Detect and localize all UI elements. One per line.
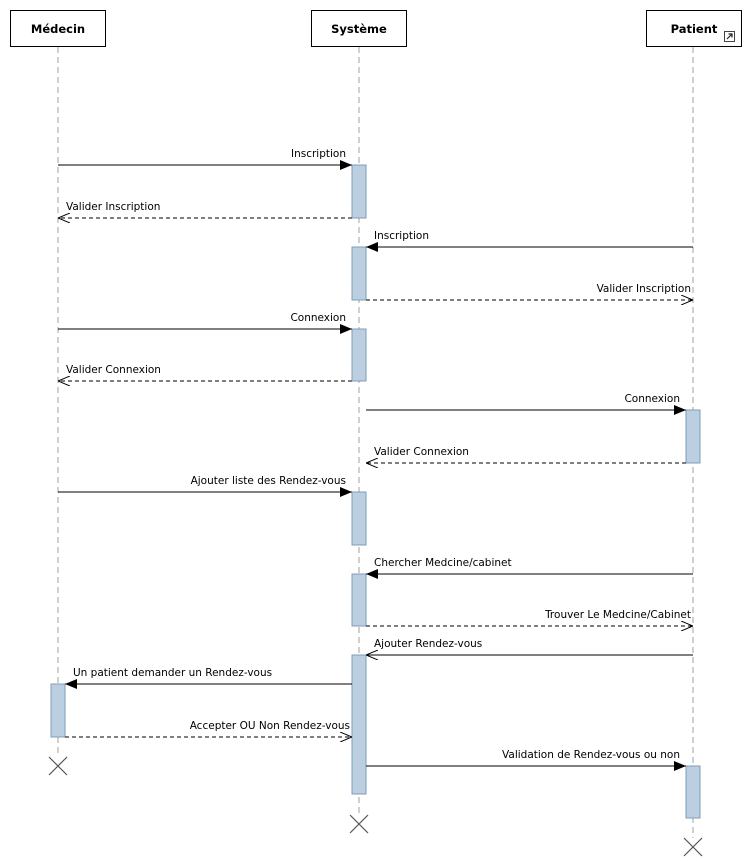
message-label: Valider Connexion — [374, 446, 469, 458]
activation-bar[interactable] — [351, 164, 367, 219]
activation-bar[interactable] — [685, 765, 701, 819]
message-label: Valider Inscription — [597, 283, 691, 295]
message-label: Ajouter Rendez-vous — [374, 638, 482, 650]
message-label: Un patient demander un Rendez-vous — [73, 667, 272, 679]
message-label: Ajouter liste des Rendez-vous — [191, 475, 346, 487]
message-label: Inscription — [291, 148, 346, 160]
message-label: Valider Inscription — [66, 201, 160, 213]
message-label: Chercher Medcine/cabinet — [374, 557, 512, 569]
message-label: Connexion — [624, 393, 680, 405]
destroy-marker-medecin — [48, 756, 68, 776]
message-label: Valider Connexion — [66, 364, 161, 376]
message-label: Connexion — [290, 312, 346, 324]
activation-bar[interactable] — [351, 246, 367, 301]
actor-patient-label: Patient — [670, 21, 718, 36]
actor-patient[interactable]: Patient — [646, 10, 742, 47]
actor-systeme[interactable]: Système — [311, 10, 407, 47]
activation-bar[interactable] — [685, 409, 701, 464]
message-label: Validation de Rendez-vous ou non — [502, 749, 680, 761]
activation-bar[interactable] — [351, 654, 367, 795]
activation-bar[interactable] — [50, 683, 66, 738]
actor-systeme-label: Système — [331, 21, 387, 36]
destroy-marker-patient — [683, 837, 703, 857]
activation-bar[interactable] — [351, 328, 367, 382]
activation-bar[interactable] — [351, 573, 367, 627]
expand-icon[interactable] — [724, 31, 735, 42]
message-label: Accepter OU Non Rendez-vous — [190, 720, 350, 732]
activation-bar[interactable] — [351, 491, 367, 546]
message-label: Inscription — [374, 230, 429, 242]
actor-medecin[interactable]: Médecin — [10, 10, 106, 47]
actor-medecin-label: Médecin — [30, 21, 86, 36]
message-label: Trouver Le Medcine/Cabinet — [544, 609, 691, 621]
destroy-marker-systeme — [349, 814, 369, 834]
